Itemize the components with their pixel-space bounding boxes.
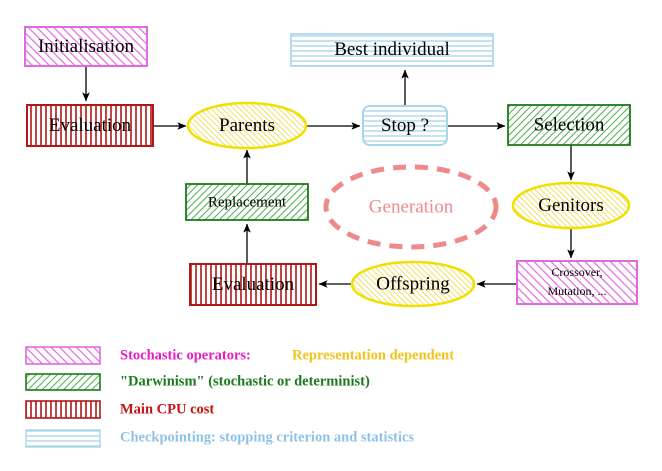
node-stop-label: Stop ? xyxy=(381,115,429,136)
legend-label-representation-dependent: Representation dependent xyxy=(292,347,454,363)
node-genitors[interactable]: Genitors xyxy=(511,181,631,230)
legend: Stochastic operators: Representation dep… xyxy=(25,346,454,448)
node-offspring[interactable]: Offspring xyxy=(350,260,476,308)
node-generation-label: Generation xyxy=(369,196,454,217)
node-genitors-label: Genitors xyxy=(538,195,603,216)
legend-swatch-blue xyxy=(25,429,101,448)
node-generation: Generation xyxy=(323,164,499,250)
legend-item-main-cpu-cost: Main CPU cost xyxy=(25,400,214,419)
node-stop[interactable]: Stop ? xyxy=(362,105,448,146)
node-initialisation[interactable]: Initialisation xyxy=(24,26,148,67)
legend-label-checkpointing: Checkpointing: stopping criterion and st… xyxy=(120,429,414,445)
node-parents[interactable]: Parents xyxy=(186,101,308,150)
legend-swatch-red xyxy=(25,400,101,419)
node-evaluation-top-label: Evaluation xyxy=(49,115,132,136)
node-initialisation-label: Initialisation xyxy=(38,36,135,57)
node-selection[interactable]: Selection xyxy=(507,104,631,146)
legend-label-stochastic-operators: Stochastic operators: xyxy=(120,347,251,363)
legend-label-main-cpu-cost: Main CPU cost xyxy=(120,401,214,417)
node-evaluation-bottom-label: Evaluation xyxy=(212,274,295,295)
legend-item-darwinism: "Darwinism" (stochastic or determinist) xyxy=(25,373,370,391)
node-selection-label: Selection xyxy=(534,114,605,135)
node-replacement-label: Replacement xyxy=(208,194,287,210)
legend-item-stochastic-operators: Stochastic operators: Representation dep… xyxy=(25,346,454,365)
node-crossover-mutation-label-line2: Mutation, ... xyxy=(548,284,607,298)
legend-item-checkpointing: Checkpointing: stopping criterion and st… xyxy=(25,429,414,448)
node-evaluation-bottom[interactable]: Evaluation xyxy=(189,263,317,306)
edges-layer xyxy=(82,66,575,288)
node-crossover-mutation-label-line1: Crossover, xyxy=(551,265,602,279)
node-best-individual-label: Best individual xyxy=(334,39,450,60)
node-best-individual[interactable]: Best individual xyxy=(290,33,494,67)
node-evaluation-top[interactable]: Evaluation xyxy=(26,104,154,147)
node-crossover-mutation[interactable]: Crossover, Mutation, ... xyxy=(516,260,638,305)
legend-swatch-magenta xyxy=(25,346,101,365)
node-parents-label: Parents xyxy=(219,115,275,136)
node-replacement[interactable]: Replacement xyxy=(185,183,309,221)
legend-label-darwinism: "Darwinism" (stochastic or determinist) xyxy=(120,373,370,389)
legend-swatch-green xyxy=(25,373,101,391)
node-offspring-label: Offspring xyxy=(376,273,450,294)
